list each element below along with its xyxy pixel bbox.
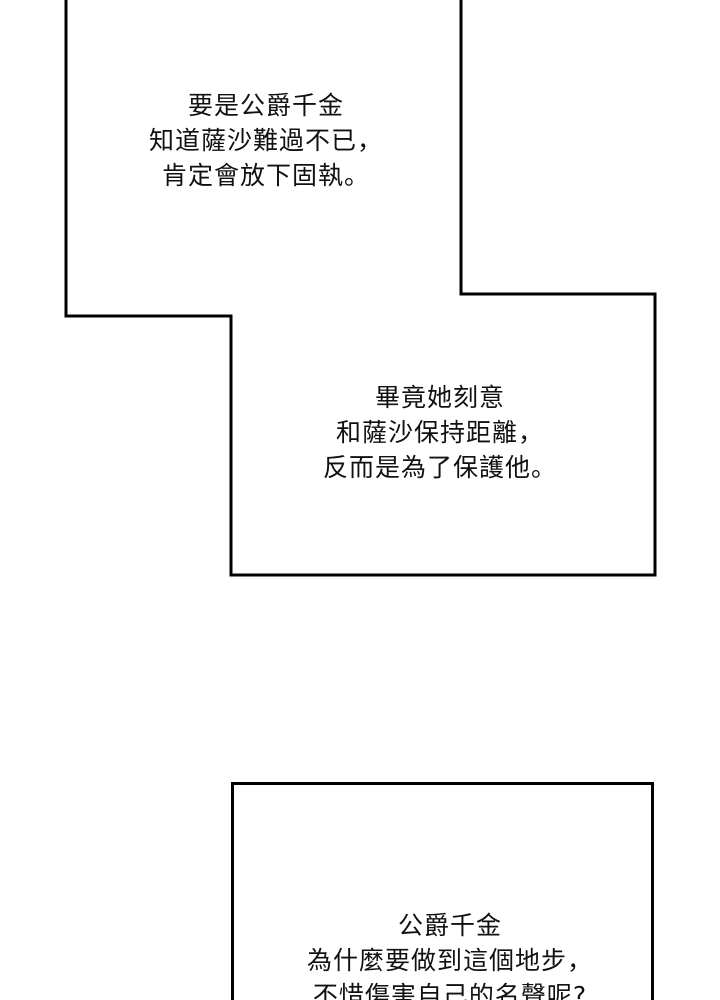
caption-duke-daughter: 要是公爵千金 知道薩沙難過不已， 肯定會放下固執。 [116,88,416,193]
caption-keep-distance: 畢竟她刻意 和薩沙保持距離， 反而是為了保護他。 [290,380,590,485]
caption-line: 公爵千金 [397,911,502,940]
caption-line: 知道薩沙難過不已， [148,126,383,155]
caption-line: 為什麼要做到這個地步， [306,946,593,975]
caption-line: 畢竟她刻意 [374,383,505,412]
caption-line: 不惜傷害自己的名聲呢? [312,981,588,1000]
caption-line: 和薩沙保持距離， [335,418,544,447]
caption-why-go-so-far: 公爵千金 為什麼要做到這個地步， 不惜傷害自己的名聲呢? [270,908,630,1000]
bottom-speech-panel [231,782,654,1000]
caption-line: 要是公爵千金 [187,91,344,120]
caption-line: 肯定會放下固執。 [161,161,370,190]
panel-outline [64,0,657,577]
caption-line: 反而是為了保護他。 [322,453,557,482]
